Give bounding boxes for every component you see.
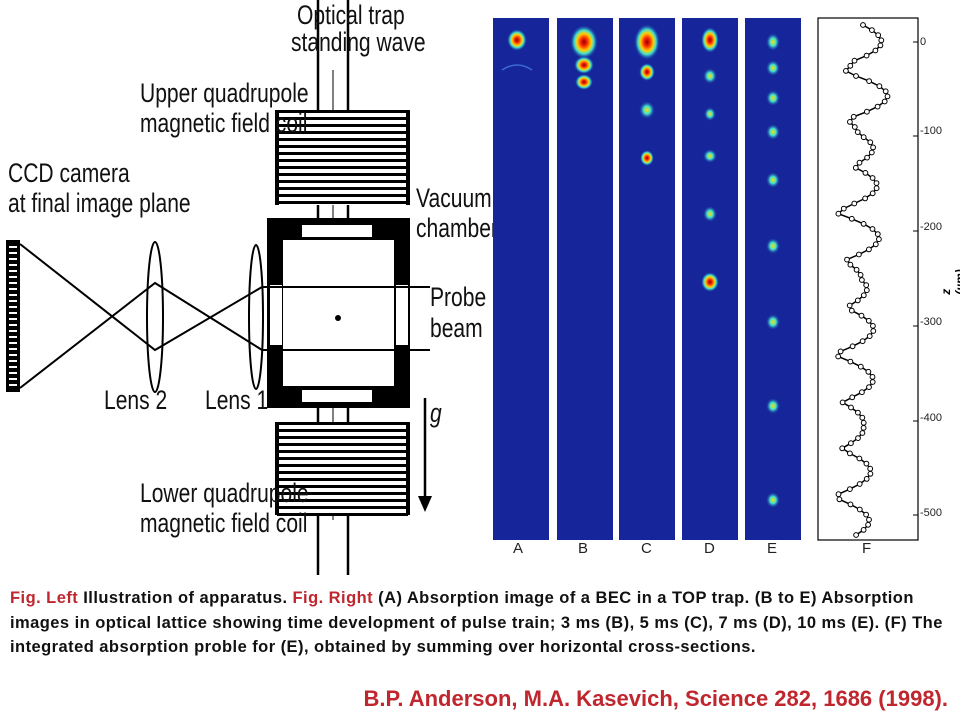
atom-cloud <box>335 315 341 321</box>
panel-b-clouds <box>570 25 598 90</box>
panel-f-profile-points <box>835 22 891 538</box>
panel-letter-f: F <box>862 540 872 557</box>
panel-c-clouds <box>634 24 660 166</box>
imaging-ray-2 <box>19 281 263 389</box>
probe-beam-label-line1: Probe <box>430 282 487 312</box>
panel-letter-c: C <box>641 540 652 557</box>
lens-1 <box>248 244 264 390</box>
panel-letter-a: A <box>513 540 524 557</box>
panel-c <box>619 18 675 540</box>
panel-f-frame <box>817 17 919 541</box>
z-tick-0: 0 <box>920 36 927 48</box>
panel-d-clouds <box>701 27 719 292</box>
z-tick-400: -400 <box>920 412 943 424</box>
vacuum-chamber-label-line1: Vacuum <box>416 183 492 213</box>
chamber-bottom-window <box>302 390 372 402</box>
z-axis-tick-marks <box>913 41 918 516</box>
gravity-arrow-head <box>418 496 432 512</box>
optical-trap-label-line1: Optical trap <box>297 0 405 30</box>
ccd-pixel-marks <box>9 246 17 386</box>
z-tick-300: -300 <box>920 316 943 328</box>
chamber-left-port <box>270 285 282 345</box>
absorption-panels <box>493 17 919 541</box>
optical-trap-label-line2: standing wave <box>291 27 426 57</box>
ccd-camera-label-line2: at final image plane <box>8 188 191 218</box>
panel-letter-d: D <box>704 540 715 557</box>
caption-rest: Absorption image of a BEC in a TOP trap.… <box>10 589 943 656</box>
ccd-camera-label-line1: CCD camera <box>8 158 130 188</box>
panel-a <box>493 18 549 540</box>
panel-letter-b: B <box>578 540 589 557</box>
ccd-camera <box>6 240 20 392</box>
lens-1-label: Lens 1 <box>205 385 269 415</box>
lower-coil-label-line1: Lower quadrupole <box>140 478 309 508</box>
panel-letter-e: E <box>767 540 778 557</box>
caption-left-text: Illustration of apparatus. <box>78 589 293 607</box>
apparatus-schematic <box>6 0 432 575</box>
figure-caption: Fig. Left Illustration of apparatus. Fig… <box>10 586 950 660</box>
z-tick-100: -100 <box>920 125 943 137</box>
lens-2 <box>146 241 164 393</box>
z-tick-200: -200 <box>920 221 943 233</box>
lower-coil <box>275 422 410 516</box>
chamber-right-port <box>396 285 408 345</box>
panel-a-cloud <box>501 29 533 71</box>
imaging-ray-1 <box>19 243 263 352</box>
z-axis-label: z (µm) <box>938 269 960 295</box>
upper-coil <box>275 110 410 205</box>
panel-e-clouds <box>766 33 780 508</box>
probe-beam-label-line2: beam <box>430 313 483 343</box>
caption-fig-right: Fig. Right <box>292 589 374 607</box>
chamber-top-window <box>302 225 372 237</box>
upper-coil-label-line2: magnetic field coil <box>140 108 308 138</box>
vacuum-chamber-label-line2: chamber <box>416 213 498 243</box>
upper-coil-label-line1: Upper quadrupole <box>140 78 309 108</box>
gravity-label: g <box>430 398 442 428</box>
vacuum-chamber-inner <box>283 240 394 386</box>
citation: B.P. Anderson, M.A. Kasevich, Science 28… <box>363 686 948 711</box>
caption-fig-left: Fig. Left <box>10 589 79 607</box>
lower-coil-label-line2: magnetic field coil <box>140 508 308 538</box>
caption-part-a: (A) <box>373 589 403 607</box>
z-tick-500: -500 <box>920 507 943 519</box>
panel-b <box>557 18 613 540</box>
lens-2-label: Lens 2 <box>104 385 168 415</box>
